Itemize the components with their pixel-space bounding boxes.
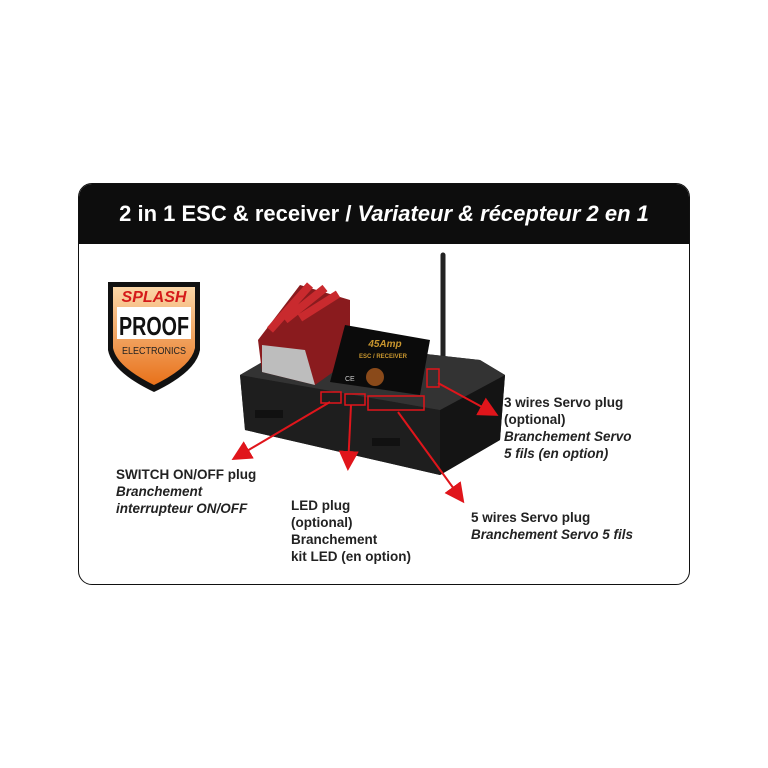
callout-arrows [231,382,499,504]
esc-receiver-device: 45Amp ESC / RECEIVER CE [240,252,505,475]
splash-proof-logo: SPLASH PROOF ELECTRONICS [108,282,200,392]
ce-mark: CE [345,376,355,383]
servo3-fr1: Branchement Servo [504,429,632,444]
logo-proof: PROOF [119,311,189,341]
device-label-type: ESC / RECEIVER [359,354,408,360]
switch-en: SWITCH ON/OFF plug [116,467,257,482]
servo3-en1: 3 wires Servo plug [504,395,624,410]
led-en2: (optional) [291,515,353,530]
led-fr1: Branchement [291,532,378,547]
led-fr2: kit LED (en option) [291,549,411,564]
diagram-card: 2 in 1 ESC & receiver / Variateur & réce… [78,183,690,585]
callout-switch: SWITCH ON/OFF plug Branchement interrupt… [116,466,256,517]
logo-electronics: ELECTRONICS [122,346,186,357]
callout-servo5: 5 wires Servo plug Branchement Servo 5 f… [471,509,633,543]
callout-led: LED plug (optional) Branchement kit LED … [291,497,411,565]
servo5-fr: Branchement Servo 5 fils [471,527,634,542]
switch-fr1: Branchement [116,484,203,499]
title-bar: 2 in 1 ESC & receiver / Variateur & réce… [79,184,689,244]
servo5-en: 5 wires Servo plug [471,510,591,525]
arrow-servo5 [397,411,465,504]
servo3-port [426,368,440,388]
servo3-en2: (optional) [504,412,566,427]
arrow-servo3 [437,382,499,416]
led-port [344,393,366,406]
title-en: 2 in 1 ESC & receiver / [119,201,352,226]
led-en1: LED plug [291,498,351,513]
callout-servo3: 3 wires Servo plug (optional) Branchemen… [504,394,632,462]
switch-port [320,391,342,404]
servo3-fr2: 5 fils (en option) [504,446,609,461]
arrow-led [338,404,359,471]
device-label-amp: 45Amp [367,339,401,350]
logo-splash: SPLASH [122,289,187,306]
title-fr: Variateur & récepteur 2 en 1 [357,201,649,226]
servo5-port [367,395,425,411]
arrow-switch [231,401,331,461]
switch-fr2: interrupteur ON/OFF [116,501,248,516]
